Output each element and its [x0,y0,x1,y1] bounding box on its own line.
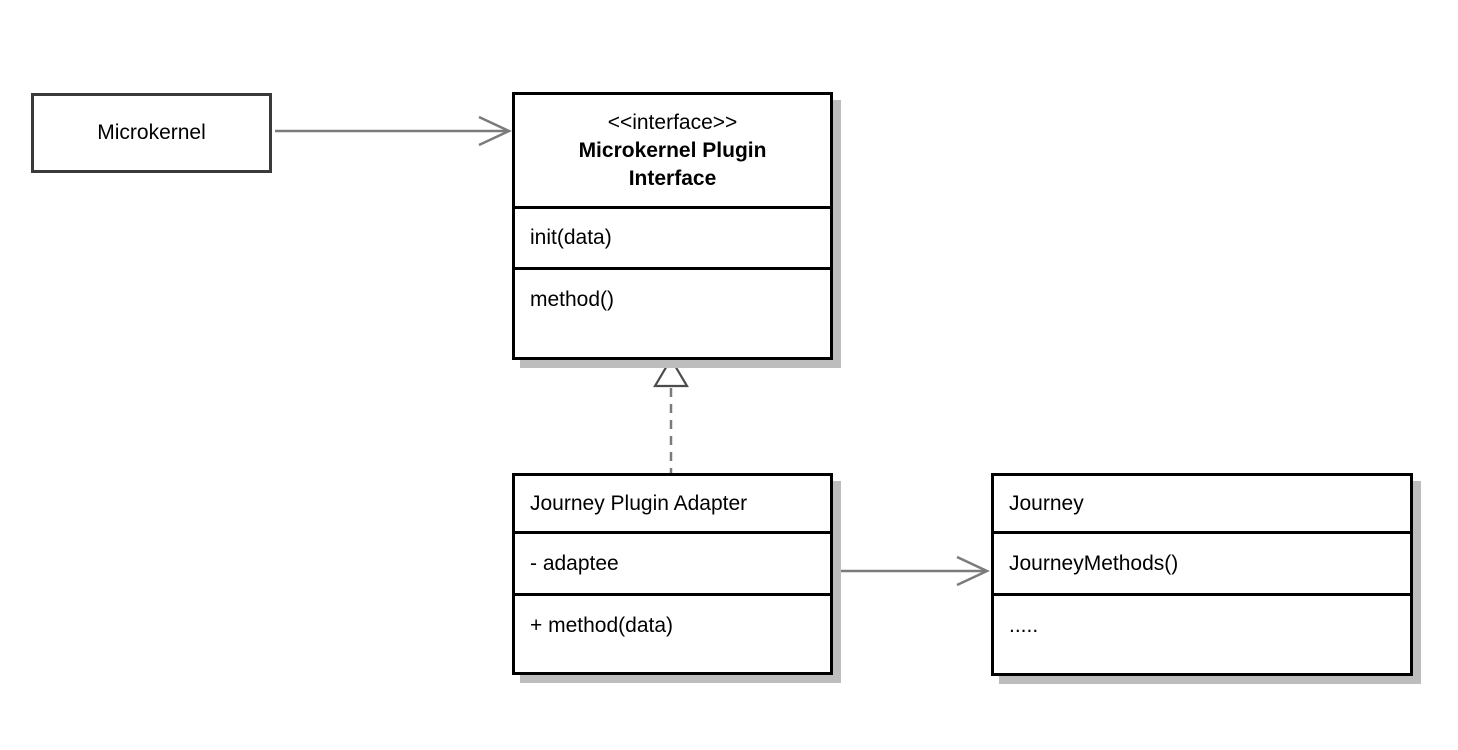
class-name-compartment: Journey [991,473,1413,534]
operation-label: + method(data) [530,614,674,637]
class-name: Microkernel Plugin Interface [578,138,767,190]
open-arrowhead-icon [956,555,990,587]
class-name-compartment: <<interface>> Microkernel Plugin Interfa… [512,92,833,209]
class-name: Journey [1009,491,1084,515]
hollow-triangle-icon [653,356,689,388]
stereotype-label: <<interface>> [607,110,738,134]
attribute-compartment: - adaptee [512,531,833,596]
node-label: Microkernel [97,121,206,144]
association-arrow-microkernel-to-interface [275,115,512,147]
operation-compartment: init(data) [512,206,833,270]
operation-label: method() [530,288,615,311]
node-journey-plugin-adapter: Journey Plugin Adapter - adaptee + metho… [512,473,833,675]
class-name-compartment: Journey Plugin Adapter [512,473,833,534]
node-microkernel: Microkernel [31,93,272,173]
operation-compartment: ..... [991,593,1413,676]
open-arrowhead-icon [478,115,512,147]
node-microkernel-plugin-interface: <<interface>> Microkernel Plugin Interfa… [512,92,833,360]
realization-arrow-adapter-to-interface [653,356,689,474]
operation-compartment: method() [512,267,833,360]
association-arrow-adapter-to-journey [836,555,990,587]
class-name: Journey Plugin Adapter [530,491,748,515]
operation-compartment: JourneyMethods() [991,531,1413,596]
operation-compartment: + method(data) [512,593,833,675]
attribute-label: - adaptee [530,551,619,575]
node-journey: Journey JourneyMethods() ..... [991,473,1413,676]
operation-label: init(data) [530,226,612,249]
operation-label: JourneyMethods() [1009,551,1179,575]
operation-label: ..... [1009,614,1039,637]
